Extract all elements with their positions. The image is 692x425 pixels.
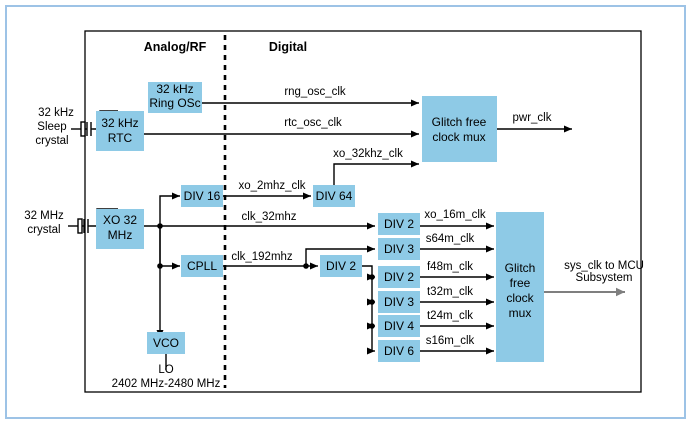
signal-label-sys-clk-line1: sys_clk to MCU [564,260,644,272]
block-mux-sys-label-line3: clock [506,291,534,305]
block-xo32-label-line2: MHz [108,228,133,242]
signal-label-pwr-clk: pwr_clk [513,112,552,124]
header-analog-rf: Analog/RF [144,40,207,54]
block-ring-osc-label-line1: 32 kHz [156,82,193,96]
block-div4-t24-label: DIV 4 [384,319,414,333]
block-div16-label: DIV 16 [184,189,221,203]
block-mux-sys-label-line2: free [510,276,531,290]
block-xo32 [96,209,144,249]
block-ring-osc [148,82,202,113]
signal-label-xo-32khz-clk: xo_32khz_clk [333,148,403,160]
wire-clk-192mhz [223,245,375,270]
lo-label: LO [158,364,173,376]
block-div2-192 [320,255,362,277]
block-mux-pwr-label-line1: Glitch free [432,115,487,129]
block-div64 [313,185,355,207]
sleep-crystal-label-line2: Sleep [37,121,66,133]
sleep-crystal-label-line1: 32 kHz [38,107,74,119]
block-rtc-label-line1: 32 kHz [101,116,138,130]
block-rtc-label-line2: RTC [108,131,133,145]
block-mux-pwr-label-line2: clock mux [432,130,485,144]
block-rtc [96,111,144,151]
signal-label-clk-192mhz: clk_192mhz [231,251,293,263]
block-div3-s64 [378,238,420,260]
signal-label-s64m-clk: s64m_clk [426,233,475,245]
signal-label-s16m-clk: s16m_clk [426,335,475,347]
signal-label-sys-clk-line2: Subsystem [576,272,633,284]
block-cpll [181,255,223,277]
header-digital: Digital [269,40,307,54]
block-div6-s16-label: DIV 6 [384,344,414,358]
block-div16 [181,185,223,207]
signal-label-xo-2mhz-clk: xo_2mhz_clk [238,180,305,192]
block-div64-label: DIV 64 [316,189,353,203]
block-div2-xo16 [378,213,420,235]
block-div3-t32-label: DIV 3 [384,295,414,309]
signal-label-t32m-clk: t32m_clk [427,286,473,298]
block-div2-192-label: DIV 2 [326,259,356,273]
block-cpll-label: CPLL [187,259,217,273]
signal-label-xo-16m-clk: xo_16m_clk [424,209,486,221]
lo-range-label: 2402 MHz-2480 MHz [112,378,221,390]
sleep-crystal-label-line3: crystal [35,135,68,147]
block-mux-sys-label-line4: mux [509,306,532,320]
block-mux-pwr [422,96,497,162]
block-xo32-label-line1: XO 32 [103,213,137,227]
signal-label-t24m-clk: t24m_clk [427,310,473,322]
block-ring-osc-label-line2: Ring OSc [149,96,200,110]
signal-label-rng-osc-clk: rng_osc_clk [284,86,346,98]
signal-label-f48m-clk: f48m_clk [427,261,473,273]
block-div6-s16 [378,340,420,362]
xo32-fanout-bus [144,192,375,338]
div2-192-distribution-bus [362,265,375,355]
block-div2-xo16-label: DIV 2 [384,217,414,231]
block-div3-s64-label: DIV 3 [384,242,414,256]
main-crystal-label-line1: 32 MHz [24,210,64,222]
block-div2-f48-label: DIV 2 [384,270,414,284]
inner-frame [84,30,642,393]
block-div3-t32 [378,291,420,313]
signal-label-clk-32mhz: clk_32mhz [242,211,297,223]
main-crystal-label-line2: crystal [27,224,60,236]
signal-label-rtc-osc-clk: rtc_osc_clk [284,117,342,129]
block-div4-t24 [378,315,420,337]
block-div2-f48 [378,266,420,288]
block-vco-label: VCO [153,336,179,350]
block-vco [147,332,185,354]
block-mux-sys [496,212,544,362]
block-mux-sys-label-line1: Glitch [505,261,536,275]
